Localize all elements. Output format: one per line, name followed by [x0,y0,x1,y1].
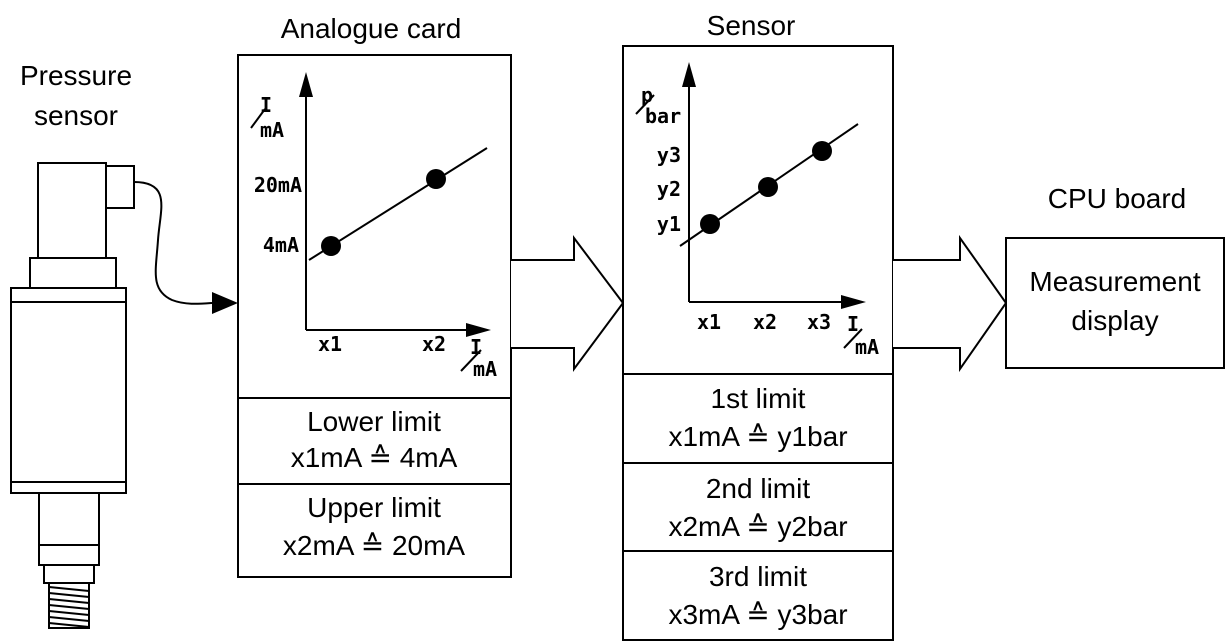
sensor-connector [105,165,135,209]
sensor-point-x2 [758,177,778,197]
sensor-limit1-mapping: x1mA ≙ y1bar [668,421,847,452]
sensor-x-axis-num: I [847,312,859,336]
sensor-limit2-heading: 2nd limit [706,473,810,504]
cpu-board-content-line2: display [1071,305,1158,336]
sensor-neck [29,257,117,289]
lower-limit-heading: Lower limit [307,406,441,437]
sensor-nut [43,564,95,584]
analogue-x-tick-x1: x1 [318,332,342,356]
analogue-point-x2 [426,169,446,189]
sensor-graph: p bar y3 y2 y1 x1 x2 x3 I mA [635,62,879,359]
analogue-y-tick-20ma: 20mA [254,173,302,197]
cpu-board-box [1005,237,1225,369]
cable-arrowhead [212,292,238,314]
upper-limit-heading: Upper limit [307,492,441,523]
sensor-x-tick-x3: x3 [807,310,831,334]
arrow-sensor-to-cpu [893,234,1008,373]
sensor-cable [133,181,213,305]
analogue-point-x1 [321,236,341,256]
sensor-limit2-mapping: x2mA ≙ y2bar [668,511,847,542]
sensor-y-tick-y2: y2 [657,177,681,201]
lower-limit-mapping: x1mA ≙ 4mA [291,442,458,473]
sensor-title: Sensor [707,10,796,41]
cpu-board-content-line1: Measurement [1029,266,1200,297]
sensor-y-tick-y3: y3 [657,143,681,167]
pressure-sensor-title-line2: sensor [34,100,118,131]
sensor-limit3-heading: 3rd limit [709,561,807,592]
cpu-board-title: CPU board [1048,183,1187,214]
pressure-sensor-illustration [10,162,135,629]
sensor-fitting [38,492,100,566]
analogue-x-axis-den: mA [473,357,497,381]
sensor-x-tick-x2: x2 [753,310,777,334]
upper-limit-mapping: x2mA ≙ 20mA [283,530,466,561]
sensor-body [10,287,127,494]
analogue-card-title: Analogue card [281,13,462,44]
analogue-y-tick-4ma: 4mA [263,233,299,257]
analogue-card-graph: I mA 20mA 4mA x1 x2 I mA [250,72,497,381]
sensor-point-x3 [812,141,832,161]
sensor-y-axis-den: bar [645,104,681,128]
arrow-card-to-sensor [511,235,625,373]
sensor-head [37,162,107,259]
sensor-x-axis-den: mA [855,335,879,359]
sensor-limit1-heading: 1st limit [711,383,806,414]
analogue-x-tick-x2: x2 [422,332,446,356]
sensor-point-x1 [700,214,720,234]
analogue-card-box [237,54,512,578]
sensor-x-tick-x1: x1 [697,310,721,334]
sensor-y-tick-y1: y1 [657,212,681,236]
sensor-limit3-mapping: x3mA ≙ y3bar [668,599,847,630]
sensor-y-axis-num: p [641,83,653,107]
pressure-sensor-title-line1: Pressure [20,60,132,91]
analogue-y-axis-den: mA [260,118,284,142]
